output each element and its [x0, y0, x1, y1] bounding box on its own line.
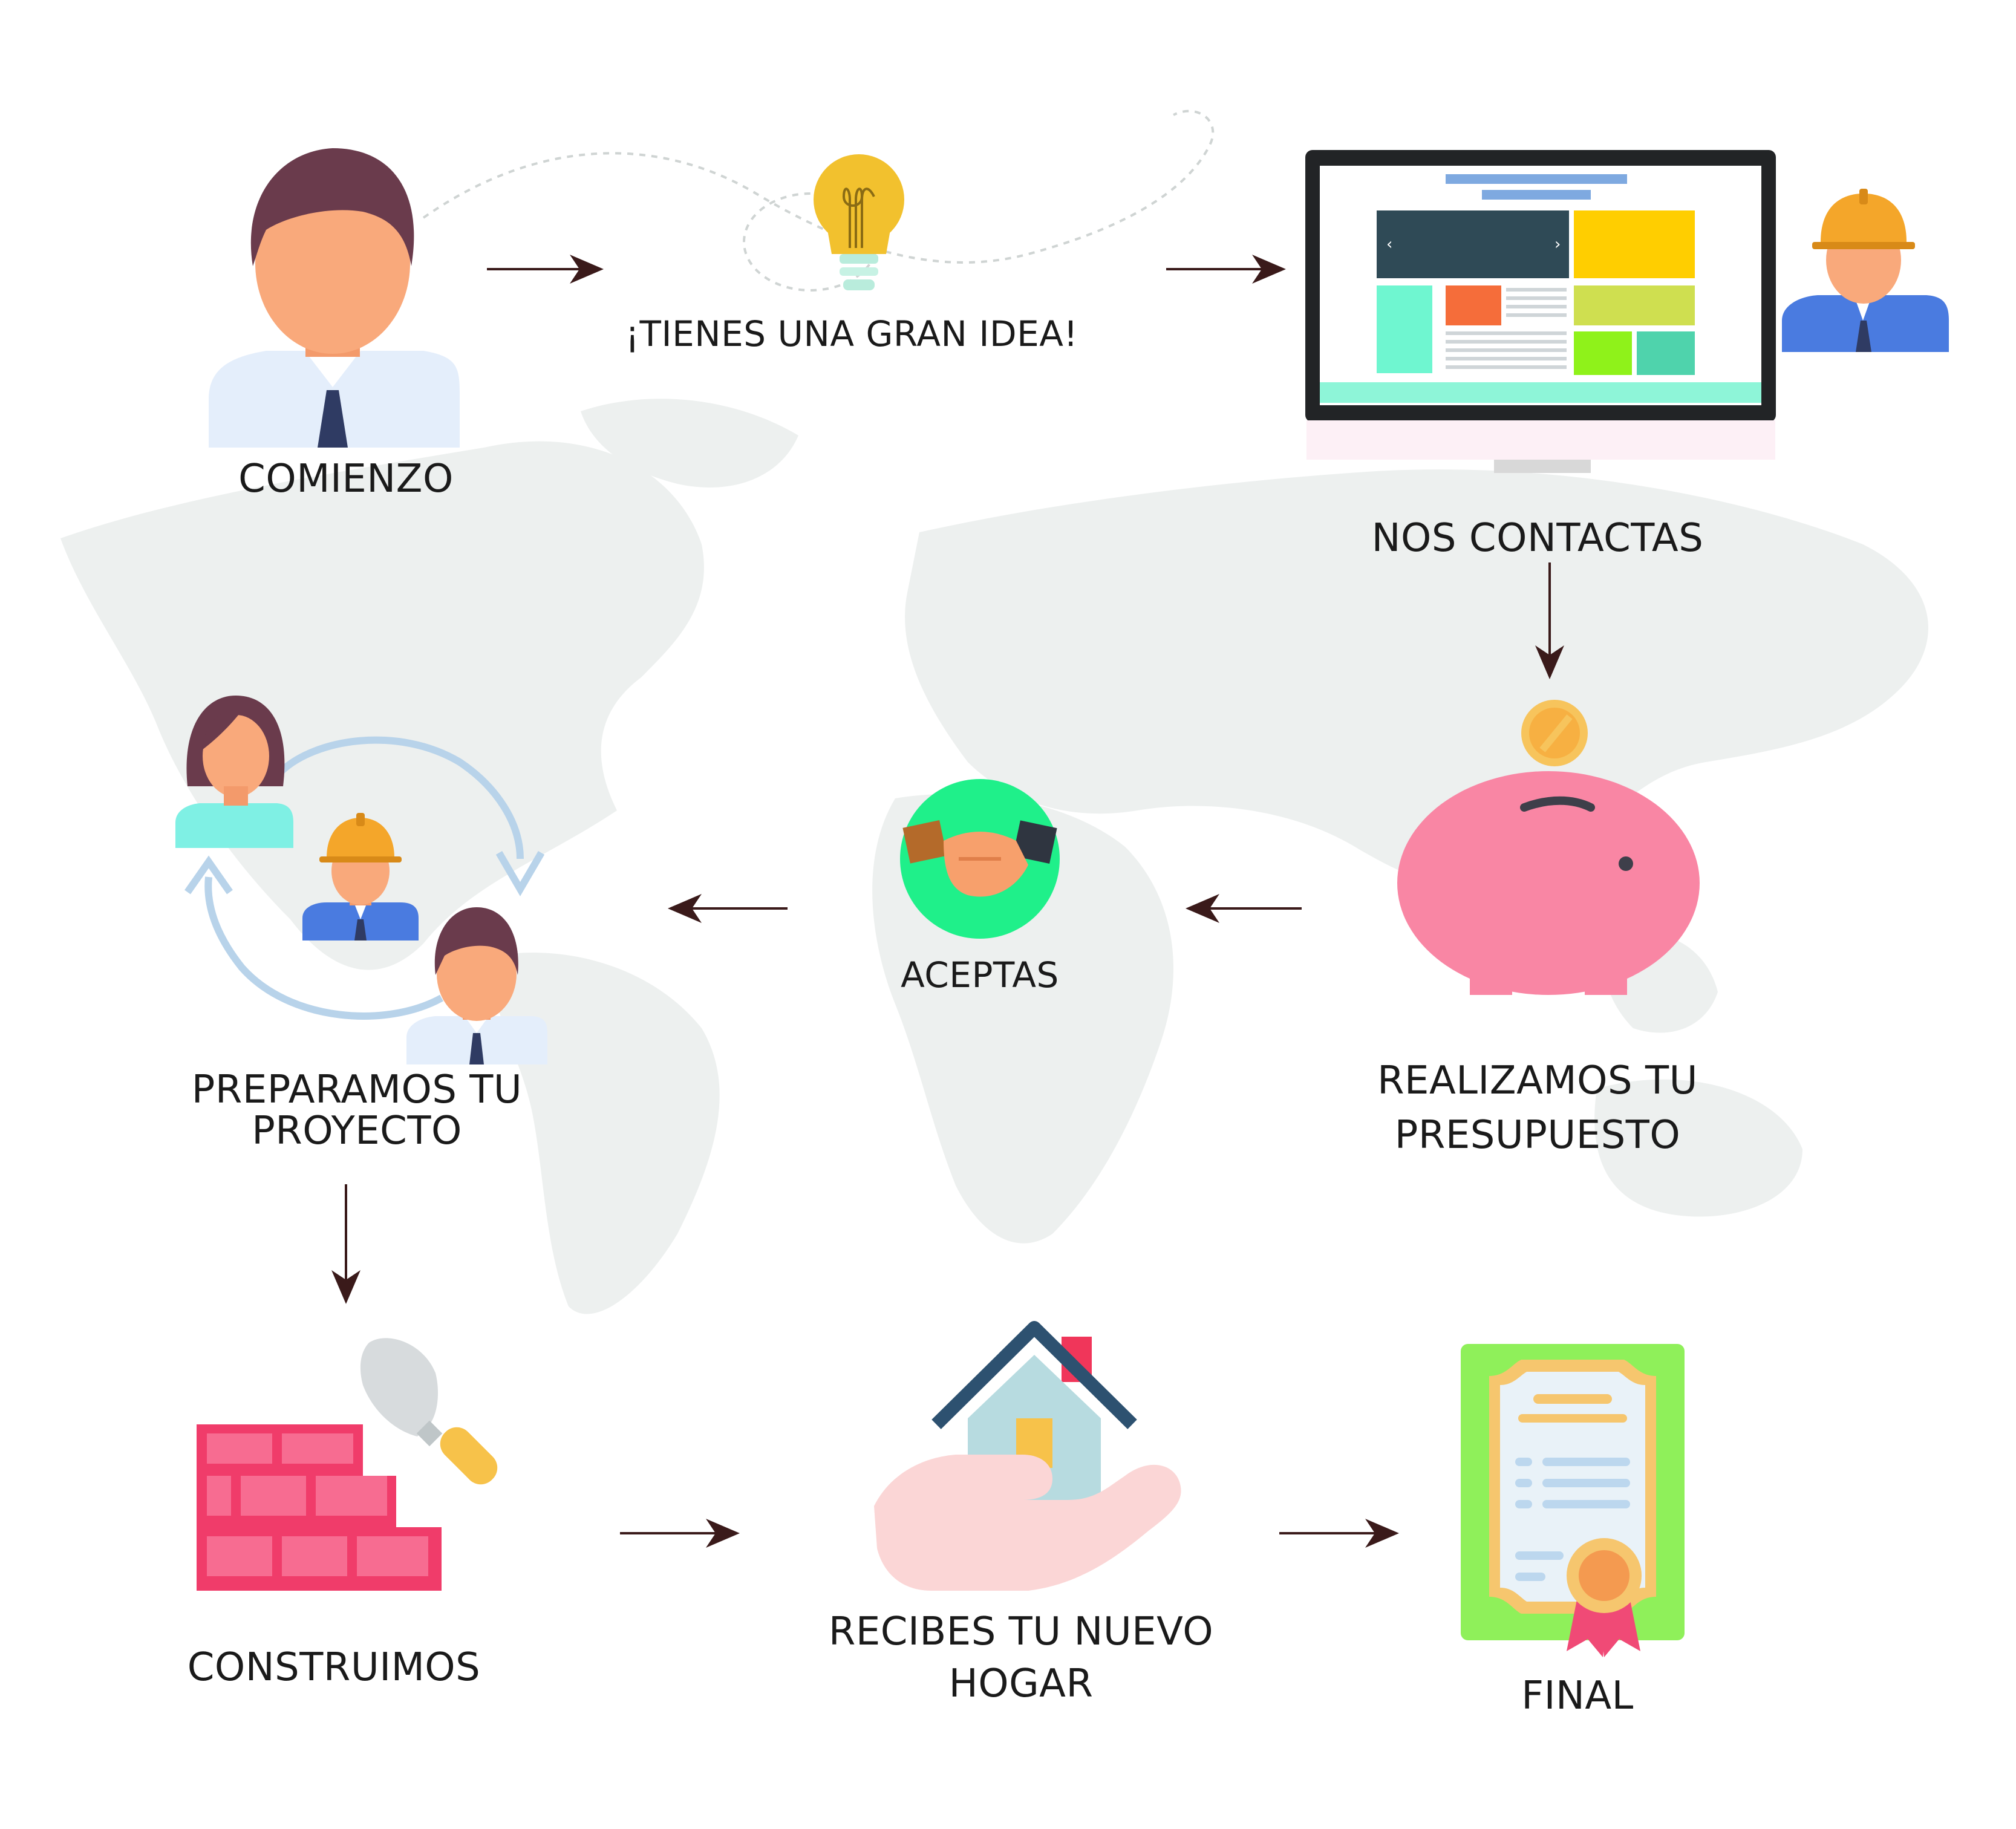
certificate-icon [1461, 1344, 1685, 1657]
step-label-comienzo: COMIENZO [238, 454, 454, 504]
aceptas-text: ACEPTAS [901, 954, 1059, 996]
step-label-contacto: NOS CONTACTAS [1372, 513, 1704, 564]
piggy-bank-coin-icon [1397, 700, 1700, 995]
presupuesto-text-line1: REALIZAMOS TU [1377, 1058, 1698, 1103]
woman-icon [175, 696, 293, 848]
brick-wall-trowel-icon [197, 1338, 498, 1591]
construimos-text: CONSTRUIMOS [187, 1645, 481, 1690]
idea-text: ¡TIENES UNA GRAN IDEA! [625, 313, 1078, 354]
flow-arrows [331, 255, 1564, 1548]
contacto-text: NOS CONTACTAS [1371, 516, 1704, 561]
svg-text:›: › [1554, 235, 1561, 253]
handshake-icon [900, 779, 1060, 939]
construction-worker-icon [1782, 189, 1949, 352]
step-label-presupuesto: REALIZAMOS TU PRESUPUESTO [1377, 1054, 1698, 1162]
lightbulb-icon [814, 154, 904, 290]
preparamos-text-line1: PREPARAMOS TU [191, 1068, 523, 1112]
step-label-idea: ¡TIENES UNA GRAN IDEA! [625, 308, 1078, 359]
step-label-aceptas: ACEPTAS [901, 950, 1059, 1000]
hogar-text-line2: HOGAR [948, 1661, 1094, 1706]
step-label-hogar: RECIBES TU NUEVO HOGAR [829, 1606, 1213, 1710]
businessman-icon [406, 907, 547, 1064]
presupuesto-text-line2: PRESUPUESTO [1394, 1113, 1681, 1158]
house-in-hand-icon [874, 1321, 1181, 1591]
hogar-text-line1: RECIBES TU NUEVO [828, 1609, 1214, 1654]
construction-worker-icon [302, 813, 419, 941]
computer-website-icon: ‹ › [1305, 150, 1776, 473]
team-cycle-icon [175, 696, 547, 1064]
step-label-preparamos: PREPARAMOS TU PROYECTO [192, 1069, 522, 1152]
final-text: FINAL [1521, 1674, 1634, 1718]
svg-text:‹: ‹ [1386, 235, 1392, 253]
businessman-icon [209, 148, 460, 448]
step-label-construimos: CONSTRUIMOS [188, 1642, 481, 1693]
preparamos-text-line2: PROYECTO [252, 1109, 462, 1153]
step-label-final: FINAL [1521, 1671, 1634, 1721]
comienzo-text: COMIENZO [238, 457, 454, 501]
